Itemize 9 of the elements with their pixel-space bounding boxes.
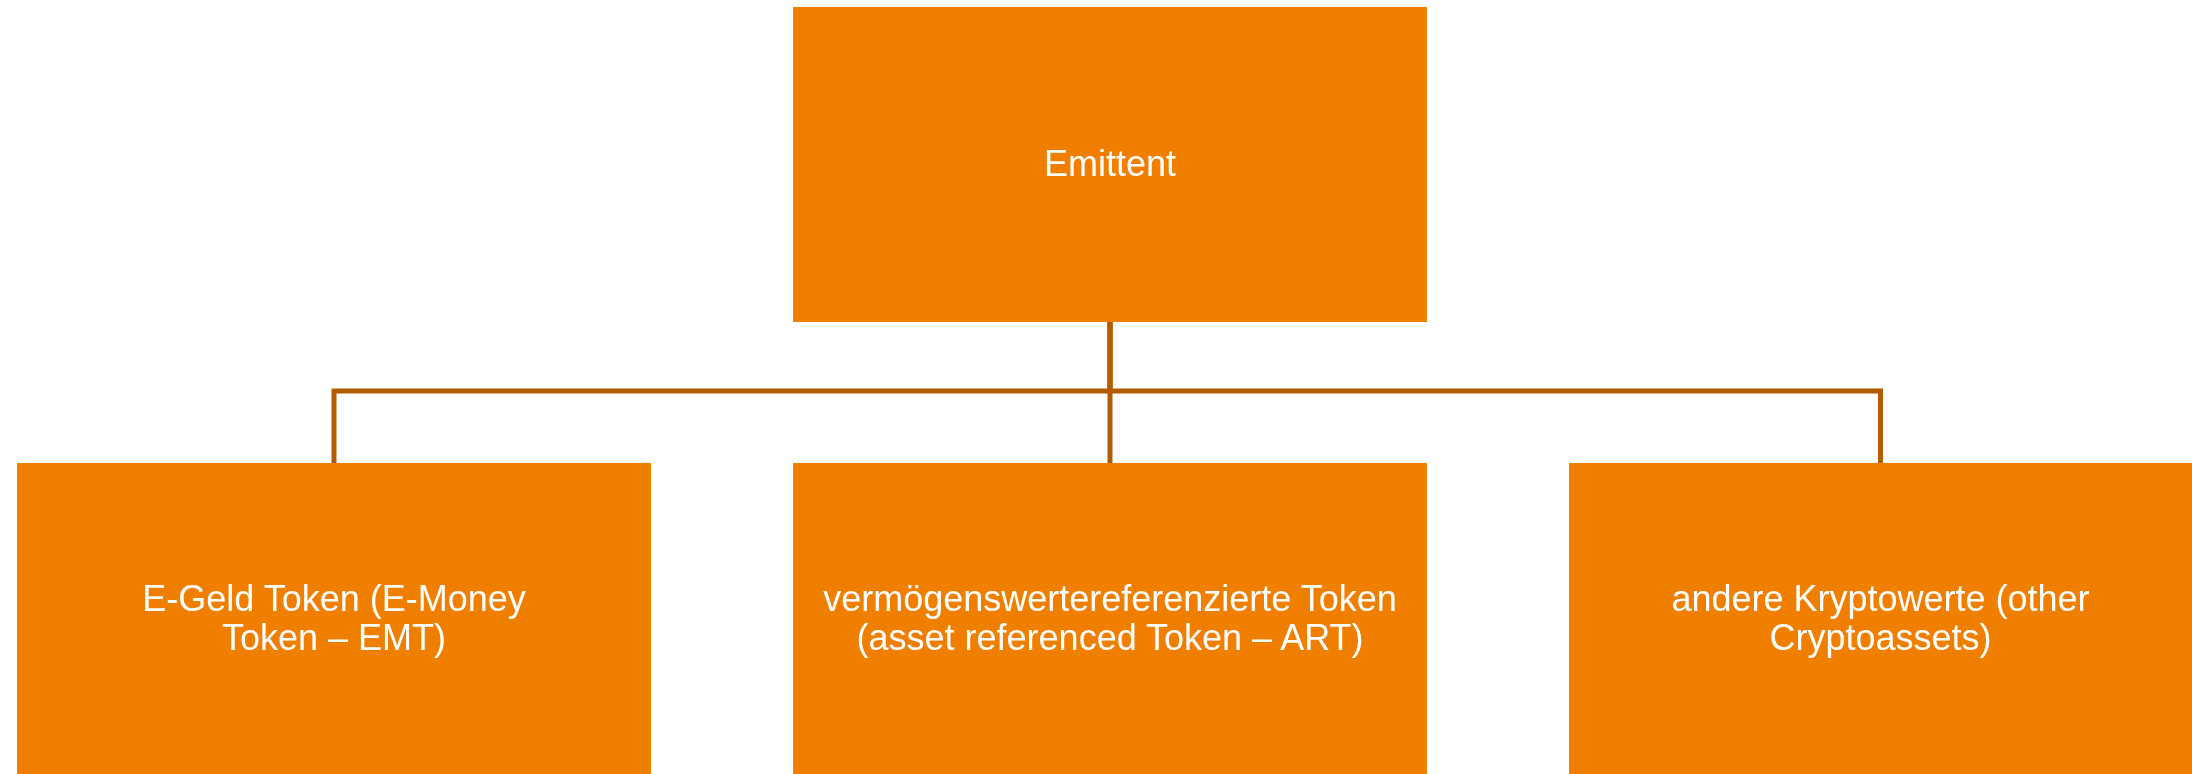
process-box: [793, 463, 1427, 774]
box-label: E-Geld Token (E-Money Token – EMT): [141, 579, 527, 658]
process-box: [1569, 463, 2192, 774]
box-label: Emittent: [1043, 145, 1176, 184]
process-box: [17, 463, 651, 774]
box-label: andere Kryptowerte (other Cryptoassets): [1670, 579, 2091, 658]
connector-line: [1107, 322, 1883, 463]
process-box: [793, 7, 1427, 322]
box-label: vermögenswertereferenzierte Token (asset referenced Token – ART): [822, 579, 1398, 658]
